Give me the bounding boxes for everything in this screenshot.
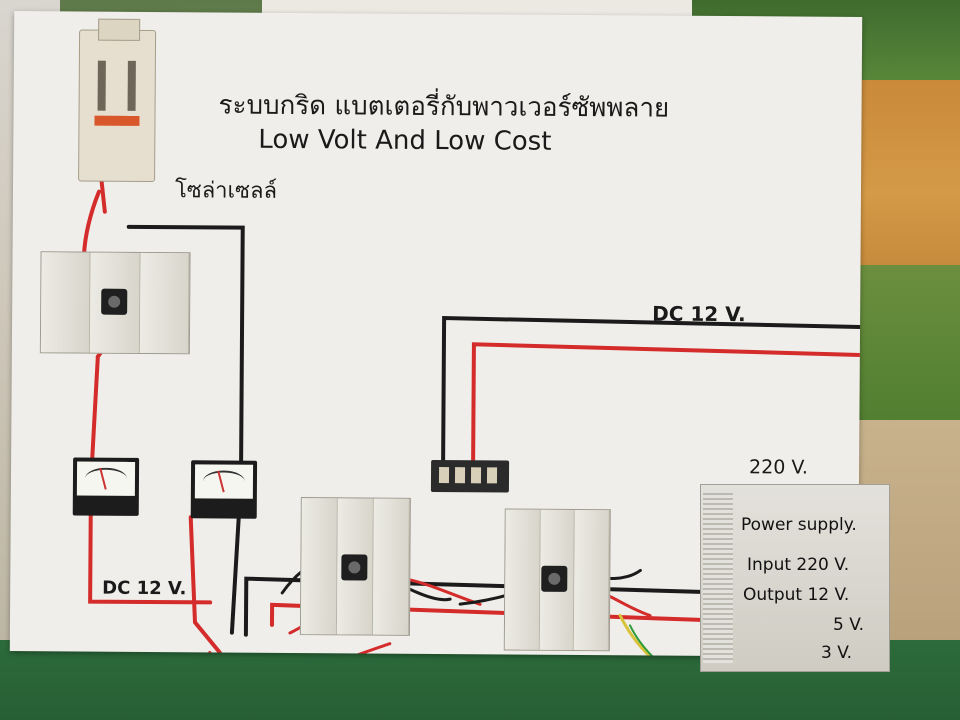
power-supply-vent bbox=[703, 493, 733, 663]
breaker-switch-left[interactable] bbox=[97, 60, 106, 111]
cable-green-bundle bbox=[628, 624, 731, 657]
red-wire-dc-top bbox=[471, 342, 862, 465]
board-title-thai: ระบบกริด แบตเตอรี่กับพาวเวอร์ซัพพลาย bbox=[218, 90, 670, 124]
board-title-english: Low Volt And Low Cost bbox=[258, 124, 552, 157]
background-pond bbox=[855, 80, 960, 270]
charge-controller-knob[interactable] bbox=[101, 288, 128, 315]
dc-voltage-label-top: DC 12 V. bbox=[652, 301, 746, 327]
black-wire-solar-to-voltmeter bbox=[126, 224, 245, 465]
inverter-right-knob[interactable] bbox=[541, 565, 568, 592]
cable-yellow-bundle bbox=[618, 613, 711, 657]
charge-controller-module bbox=[39, 251, 191, 355]
black-wire-dc-top bbox=[441, 316, 863, 465]
inverter-module-left bbox=[299, 497, 411, 636]
inverter-left-knob[interactable] bbox=[341, 554, 368, 581]
psu-input: Input 220 V. bbox=[747, 555, 850, 575]
breaker-rating-label bbox=[94, 115, 140, 126]
psu-output: Output 12 V. bbox=[743, 585, 850, 605]
power-supply-unit: Power supply. Input 220 V. Output 12 V. … bbox=[700, 484, 890, 672]
red-wire-breaker-down bbox=[99, 174, 107, 214]
red-wire-ammeter-drop bbox=[188, 515, 222, 655]
ammeter bbox=[72, 457, 140, 516]
psu-output-3v: 3 V. bbox=[821, 643, 853, 663]
red-wire-left-vertical bbox=[88, 354, 213, 605]
mains-voltage-label: 220 V. bbox=[749, 456, 809, 479]
breaker-cap bbox=[98, 18, 141, 41]
solar-cell-label: โซล่าเซลล์ bbox=[174, 178, 278, 204]
psu-output-5v: 5 V. bbox=[833, 615, 865, 635]
display-board: ระบบกริด แบตเตอรี่กับพาวเวอร์ซัพพลาย Low… bbox=[9, 11, 863, 657]
dc-voltage-label-bottom: DC 12 V. bbox=[102, 577, 187, 600]
terminal-block bbox=[430, 459, 510, 493]
background-grass bbox=[855, 265, 960, 435]
breaker-switch-right[interactable] bbox=[127, 60, 136, 111]
inverter-module-right bbox=[503, 508, 611, 652]
psu-title: Power supply. bbox=[741, 515, 857, 535]
black-wire-voltmeter-drop bbox=[229, 515, 241, 635]
cable-loose-red bbox=[208, 642, 392, 657]
voltmeter bbox=[190, 460, 258, 519]
main-circuit-breaker[interactable] bbox=[78, 18, 157, 183]
